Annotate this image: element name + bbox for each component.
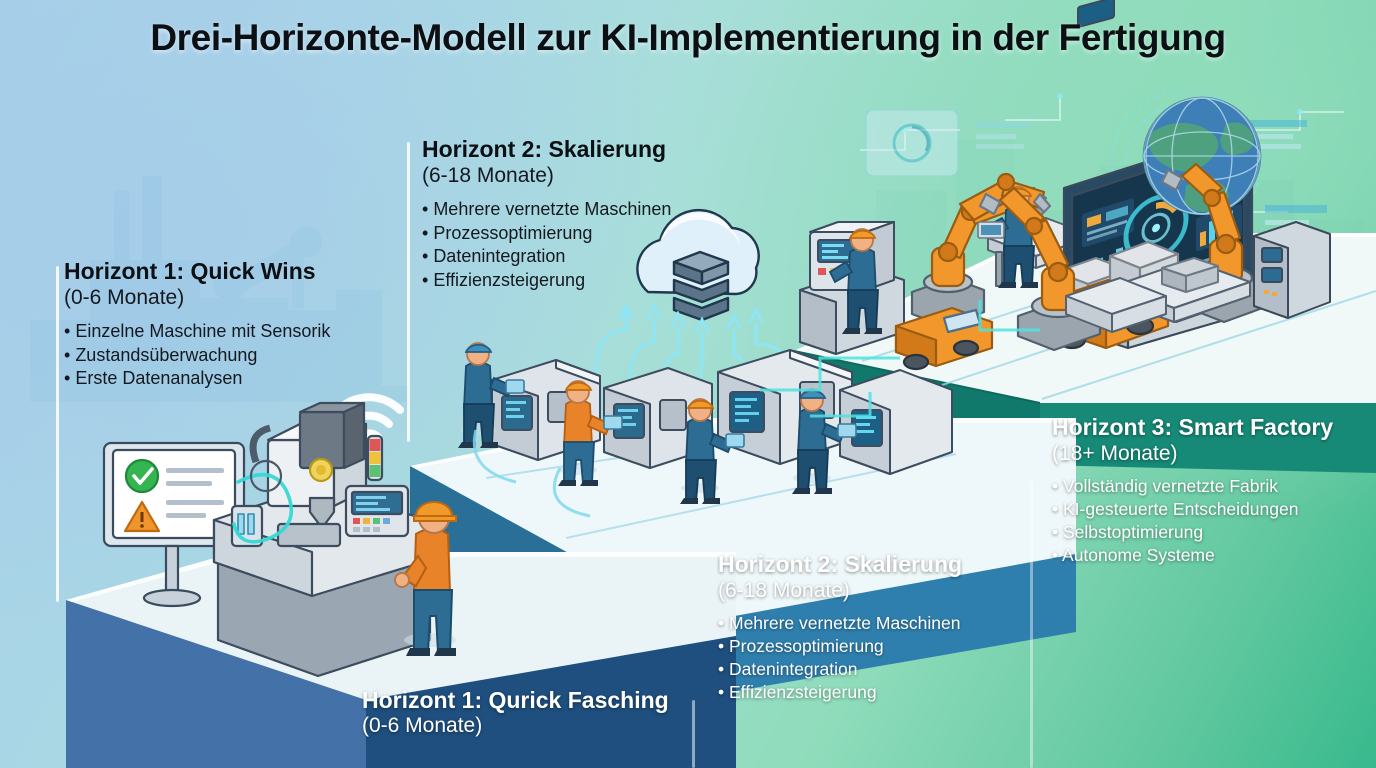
list-item: Prozessoptimierung bbox=[718, 635, 962, 658]
horizon-1-bottom-timeframe: (0-6 Monate) bbox=[362, 713, 483, 737]
sensor-data-loop bbox=[232, 472, 294, 544]
list-item: Mehrere vernetzte Maschinen bbox=[718, 612, 962, 635]
horizon-2-text-block: Horizont 2: Skalierung (6-18 Monate) Meh… bbox=[422, 137, 671, 292]
list-item: Zustandsüberwachung bbox=[64, 344, 330, 367]
horizon-2-bullet-list: Mehrere vernetzte Maschinen Prozessoptim… bbox=[422, 198, 671, 292]
divider-rule-mid bbox=[407, 142, 410, 442]
divider-rule-left bbox=[56, 266, 59, 602]
list-item: Prozessoptimierung bbox=[422, 222, 671, 245]
horizon-2-bottom-bullet-list: Mehrere vernetzte Maschinen Prozessoptim… bbox=[718, 612, 962, 703]
list-item: Effizienzsteigerung bbox=[422, 269, 671, 292]
horizon-2-heading: Horizont 2: Skalierung bbox=[422, 136, 667, 162]
list-item: Vollständig vernetzte Fabrik bbox=[1052, 475, 1333, 498]
list-item: Einzelne Maschine mit Sensorik bbox=[64, 320, 330, 343]
divider-rule-bottom-right bbox=[1030, 480, 1033, 768]
list-item: Datenintegration bbox=[718, 658, 962, 681]
wifi-dot bbox=[363, 440, 375, 452]
page-title: Drei-Horizonte-Modell zur KI-Implementie… bbox=[150, 17, 1226, 58]
horizon-2-bottom-text-block: Horizont 2: Skalierung (6-18 Monate) Meh… bbox=[718, 552, 962, 703]
horizon-3-text-block: Horizont 3: Smart Factory (18+ Monate) V… bbox=[1052, 415, 1333, 566]
horizon-1-heading: Horizont 1: Quick Wins bbox=[64, 258, 316, 284]
horizon-1-timeframe: (0-6 Monate) bbox=[64, 285, 185, 309]
horizon-3-heading: Horizont 3: Smart Factory bbox=[1052, 414, 1334, 440]
horizon-1-bottom-heading: Horizont 1: Qurick Fasching bbox=[362, 687, 669, 713]
list-item: Datenintegration bbox=[422, 245, 671, 268]
list-item: Effizienzsteigerung bbox=[718, 681, 962, 704]
horizon-3-timeframe: (18+ Monate) bbox=[1052, 441, 1178, 465]
horizon-1-text-block: Horizont 1: Quick Wins (0-6 Monate) Einz… bbox=[64, 259, 330, 391]
list-item: Mehrere vernetzte Maschinen bbox=[422, 198, 671, 221]
list-item: Autonome Systeme bbox=[1052, 544, 1333, 567]
horizon-2-bottom-heading: Horizont 2: Skalierung bbox=[718, 551, 963, 577]
list-item: Selbstoptimierung bbox=[1052, 521, 1333, 544]
horizon-1-bottom-text-block: Horizont 1: Qurick Fasching (0-6 Monate) bbox=[362, 688, 669, 737]
horizon-3-bullet-list: Vollständig vernetzte Fabrik KI-gesteuer… bbox=[1052, 475, 1333, 566]
horizon-2-timeframe: (6-18 Monate) bbox=[422, 163, 554, 187]
divider-rule-bottom-left bbox=[692, 700, 695, 768]
horizon-1-bullet-list: Einzelne Maschine mit Sensorik Zustandsü… bbox=[64, 320, 330, 390]
machine-port bbox=[249, 459, 283, 493]
horizon-2-bottom-timeframe: (6-18 Monate) bbox=[718, 578, 850, 602]
list-item: Erste Datenanalysen bbox=[64, 367, 330, 390]
list-item: KI-gesteuerte Entscheidungen bbox=[1052, 498, 1333, 521]
